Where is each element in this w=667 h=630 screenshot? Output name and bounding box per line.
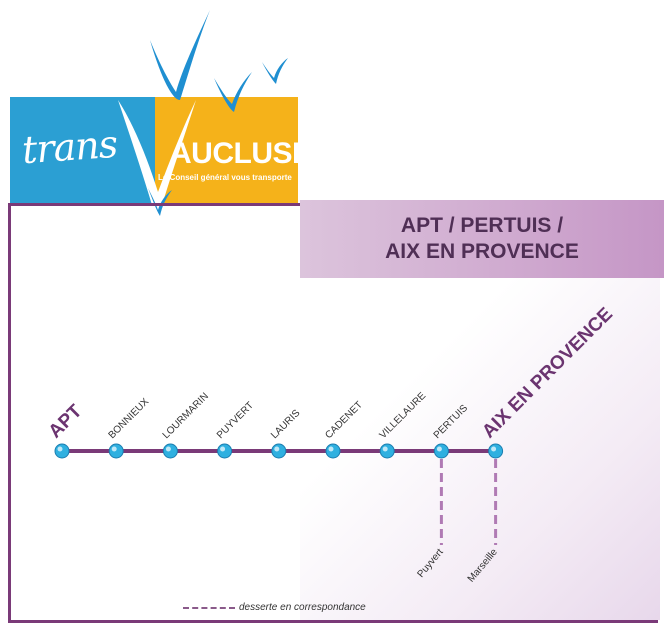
stop-marker	[325, 443, 341, 459]
stop-marker	[379, 443, 395, 459]
terminus-label: AIX EN PROVENCE	[478, 304, 617, 443]
logo-tagline: Le Conseil général vous transporte	[158, 173, 292, 182]
frame-top-line	[8, 203, 300, 206]
title-box: APT / PERTUIS / AIX EN PROVENCE	[300, 200, 664, 278]
stop-label: LOURMARIN	[161, 391, 211, 441]
stop-marker	[488, 443, 504, 459]
stop-marker	[217, 443, 233, 459]
title-line-1: APT / PERTUIS /	[400, 214, 564, 237]
stop-marker	[162, 443, 178, 459]
stop-marker-highlight	[382, 446, 388, 452]
stop-label: LAURIS	[269, 408, 303, 442]
stop-marker	[433, 443, 449, 459]
stop-marker	[54, 443, 70, 459]
title-line-2: AIX EN PROVENCE	[385, 240, 579, 263]
map-frame	[8, 203, 658, 623]
legend-dash-line	[183, 606, 235, 609]
stop-marker-highlight	[436, 446, 442, 452]
stop-marker-highlight	[57, 446, 63, 452]
stop-marker-highlight	[165, 446, 171, 452]
stop-marker-highlight	[491, 446, 497, 452]
stop-marker	[271, 443, 287, 459]
stop-marker-highlight	[274, 446, 280, 452]
stop-label: BONNIEUX	[107, 396, 152, 441]
logo-brand-text: AUCLUSE	[170, 137, 312, 170]
stop-label: VILLELAURE	[378, 390, 429, 441]
stop-label: PERTUIS	[432, 403, 471, 442]
logo-blue-panel	[10, 97, 155, 203]
stop-marker-highlight	[220, 446, 226, 452]
legend: desserte en correspondance	[183, 602, 366, 613]
stop-label: CADENET	[323, 400, 365, 442]
connection-label: Puyvert	[415, 547, 445, 580]
stop-marker-highlight	[111, 446, 117, 452]
legend-label: desserte en correspondance	[239, 602, 366, 613]
stop-marker-highlight	[328, 446, 334, 452]
connection-label: Marseille	[466, 547, 500, 585]
terminus-label: APT	[45, 401, 87, 443]
stop-label: PUYVERT	[215, 400, 256, 441]
stop-marker	[108, 443, 124, 459]
